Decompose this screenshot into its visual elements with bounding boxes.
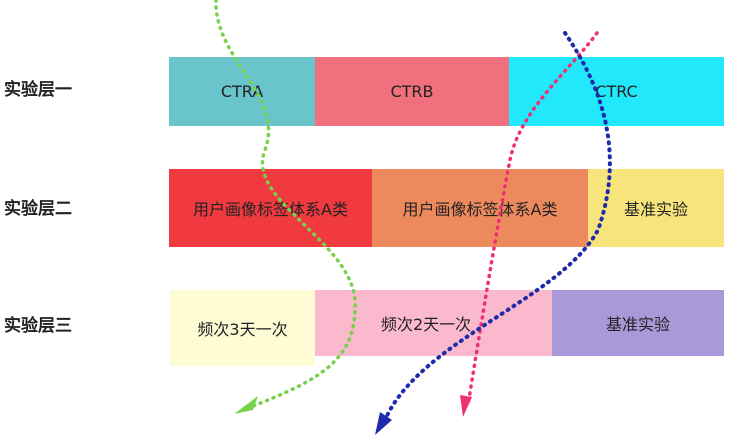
traffic-flow-blue-arrowhead bbox=[375, 412, 392, 435]
traffic-flow-pink-arrowhead bbox=[460, 395, 472, 417]
layer-label-2: 实验层二 bbox=[4, 199, 72, 219]
layer-1-segment-ctrc: CTRC bbox=[509, 57, 724, 126]
layer-3-segment-freq-3-days: 频次3天一次 bbox=[170, 290, 315, 366]
layer-3-segment-freq-2-days: 频次2天一次 bbox=[315, 290, 552, 356]
layer-label-1: 实验层一 bbox=[4, 80, 72, 100]
layer-2-segment-baseline: 基准实验 bbox=[588, 169, 724, 247]
traffic-flow-green-arrowhead bbox=[234, 396, 258, 414]
layer-3-segment-baseline: 基准实验 bbox=[552, 290, 724, 356]
layer-2-segment-user-profile-a-2: 用户画像标签体系A类 bbox=[372, 169, 588, 247]
layer-label-3: 实验层三 bbox=[4, 316, 72, 336]
layer-1-segment-ctra: CTRA bbox=[169, 57, 315, 126]
layer-1-segment-ctrb: CTRB bbox=[315, 57, 509, 126]
layer-2-segment-user-profile-a-1: 用户画像标签体系A类 bbox=[169, 169, 372, 247]
